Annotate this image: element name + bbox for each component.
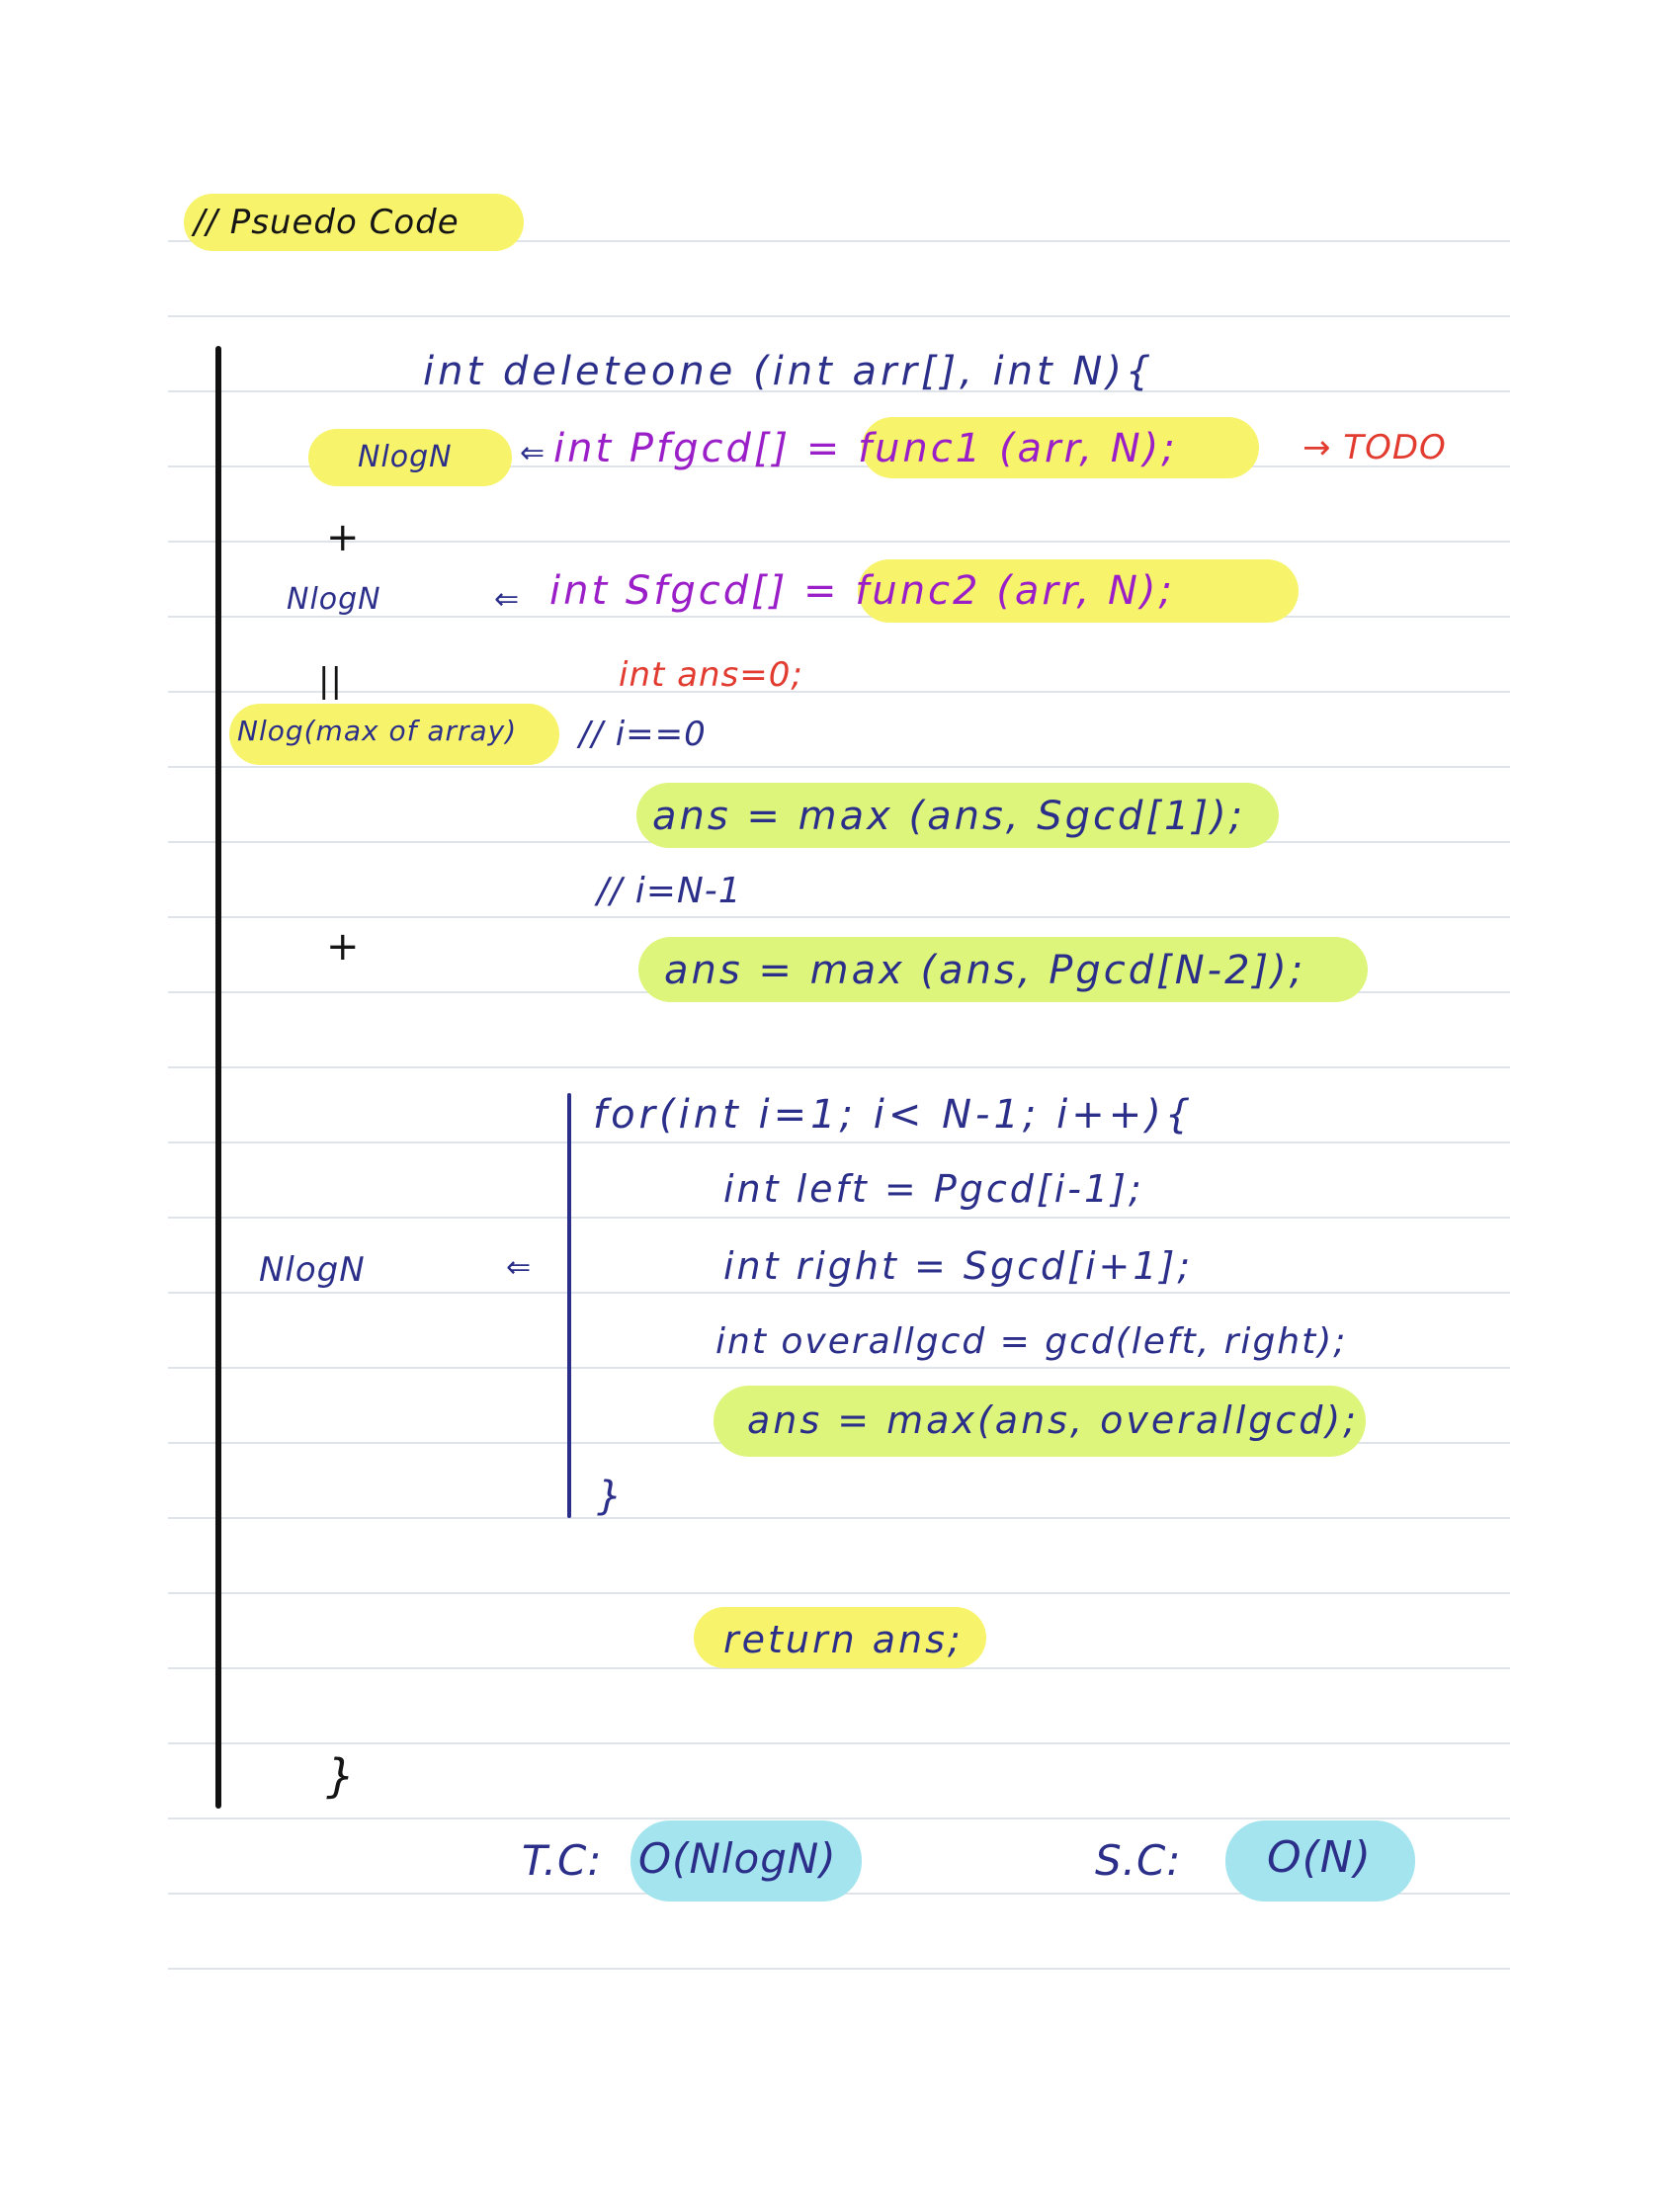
plus-sign: + [326,515,361,560]
loop-header: for(int i=1; i< N-1; i++){ [593,1092,1195,1138]
rule-line [168,1818,1510,1819]
function-close-brace: } [326,1749,357,1803]
loop-arrow-icon: ⇐ [506,1250,533,1285]
highlight-heading [184,194,524,251]
total-complexity: Nlog(max of array) [237,715,518,747]
rule-line [168,616,1510,618]
heading-comment: // Psuedo Code [194,203,460,242]
ans-init: int ans=0; [619,655,803,695]
rule-line [168,1217,1510,1219]
highlight-func2 [858,559,1299,623]
space-complexity-value: O(N) [1267,1832,1372,1883]
loop-bracket-line [567,1093,571,1518]
function-signature: int deleteone (int arr[], int N){ [423,349,1155,394]
rule-line [168,315,1510,317]
rule-line [168,1968,1510,1970]
highlight-total-complexity [229,704,559,765]
loop-left-decl: int left = Pgcd[i-1]; [723,1167,1144,1211]
highlight-ans-in1 [638,937,1368,1002]
highlight-tc [630,1820,862,1902]
rule-line [168,1066,1510,1068]
comment-in1: // i=N-1 [597,871,742,911]
rule-line [168,916,1510,918]
suffix-gcd-code: int Sfgcd[] = func2 (arr, N); [549,568,1175,614]
space-complexity-label: S.C: [1095,1836,1182,1885]
time-complexity-value: O(NlogN) [638,1834,837,1883]
loop-complexity: NlogN [259,1250,366,1290]
prefix-arrow-icon: ⇐ [520,436,546,470]
margin-vertical-line [215,346,221,1809]
highlight-loop-update [714,1386,1366,1457]
rule-line [168,465,1510,467]
rule-line [168,1367,1510,1369]
suffix-complexity: NlogN [287,582,381,617]
rule-line [168,1592,1510,1594]
suffix-arrow-icon: ⇐ [494,582,521,617]
loop-overall-decl: int overallgcd = gcd(left, right); [715,1321,1348,1362]
rule-line [168,1667,1510,1669]
rule-line [168,766,1510,768]
rule-line [168,390,1510,392]
highlight-return [694,1607,986,1668]
highlight-sc [1225,1820,1415,1902]
loop-right-decl: int right = Sgcd[i+1]; [723,1244,1194,1288]
prefix-gcd-code: int Pfgcd[] = func1 (arr, N); [553,426,1178,471]
ans-in1-statement: ans = max (ans, Pgcd[N-2]); [664,948,1306,993]
highlight-nlogn-1 [308,429,512,486]
highlight-ans-i0 [636,783,1279,848]
comment-i0: // i==0 [579,715,707,754]
rule-line [168,541,1510,543]
loop-ans-update: ans = max(ans, overallgcd); [747,1398,1360,1442]
plus-sign: + [326,924,361,970]
prefix-complexity: NlogN [358,440,453,474]
parallel-symbol: || [318,661,343,701]
rule-line [168,691,1510,693]
time-complexity-label: T.C: [522,1836,603,1885]
return-statement: return ans; [723,1618,964,1661]
ans-i0-statement: ans = max (ans, Sgcd[1]); [652,794,1246,839]
loop-close-brace: } [597,1474,624,1519]
rule-line [168,240,1510,242]
rule-line [168,1141,1510,1143]
todo-note: → TODO [1302,428,1447,467]
highlight-func1 [862,417,1259,478]
rule-line [168,1517,1510,1519]
rule-line [168,1292,1510,1294]
rule-line [168,1742,1510,1744]
